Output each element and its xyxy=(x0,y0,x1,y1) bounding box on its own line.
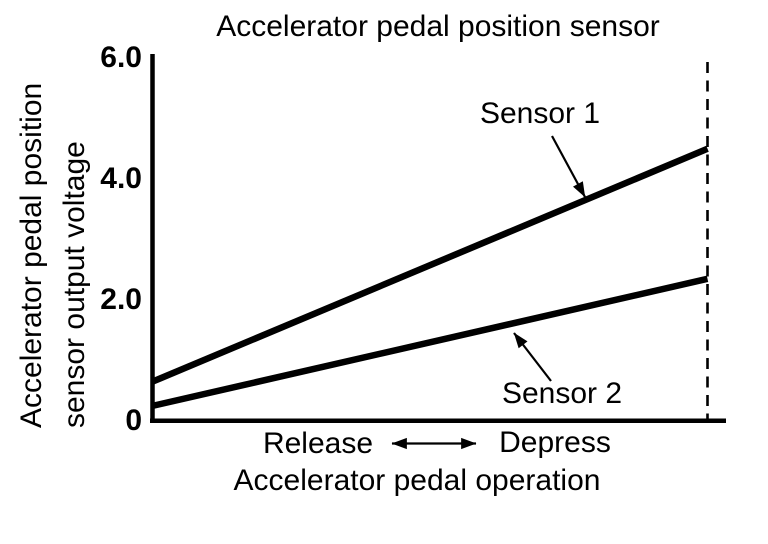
y-tick-4.0: 4.0 xyxy=(100,162,142,195)
y-tick-6.0: 6.0 xyxy=(100,41,142,74)
chart-title: Accelerator pedal position sensor xyxy=(216,10,660,43)
x-axis-release-label: Release xyxy=(262,427,374,460)
series-line-sensor-2 xyxy=(151,275,709,410)
sensor2-pointer-arrow xyxy=(513,332,552,382)
x-axis-depress-label: Depress xyxy=(499,426,611,459)
data-series-lines xyxy=(151,145,709,410)
sensor1-label: Sensor 1 xyxy=(479,97,601,130)
y-tick-2.0: 2.0 xyxy=(100,283,142,316)
sensor1-pointer-arrow xyxy=(551,135,586,198)
sensor2-label: Sensor 2 xyxy=(501,377,623,410)
y-tick-0: 0 xyxy=(125,404,142,437)
x-axis-title: Accelerator pedal operation xyxy=(233,464,601,497)
series-line-sensor-1 xyxy=(151,145,709,385)
